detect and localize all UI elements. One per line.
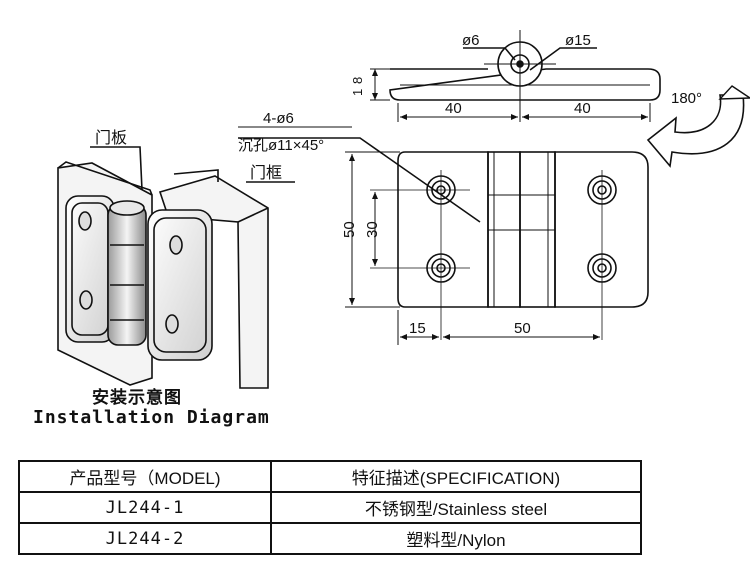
install-caption-cn: 安装示意图 — [92, 388, 182, 407]
rotation-label: 180° — [671, 90, 702, 107]
spec-cell: 塑料型/Nylon — [270, 522, 642, 555]
spec-cell: 不锈钢型/Stainless steel — [270, 491, 642, 524]
dim-8: 8 — [350, 77, 365, 84]
dim-15-horizontal: 15 — [409, 320, 426, 337]
model-cell: JL244-2 — [18, 522, 272, 555]
countersink-label: 沉孔ø11×45° — [238, 137, 324, 154]
table-row: JL244-2 塑料型/Nylon — [18, 522, 642, 555]
dim-50-vertical: 50 — [341, 221, 358, 238]
door-panel-label: 门板 — [95, 129, 127, 147]
spec-table: 产品型号（MODEL) 特征描述(SPECIFICATION) JL244-1 … — [18, 460, 642, 555]
dim-40-right: 40 — [574, 100, 591, 117]
model-cell: JL244-1 — [18, 491, 272, 524]
dim-50-horizontal: 50 — [514, 320, 531, 337]
installation-illustration — [57, 146, 295, 389]
front-view — [238, 126, 649, 345]
table-row: JL244-1 不锈钢型/Stainless steel — [18, 491, 642, 524]
header-model: 产品型号（MODEL) — [18, 460, 272, 493]
dim-1: 1 — [350, 89, 365, 96]
dim-diameter-6: ø6 — [462, 32, 480, 49]
door-frame-label: 门框 — [250, 164, 282, 182]
side-view — [370, 30, 661, 122]
dim-30-vertical: 30 — [364, 221, 381, 238]
install-caption-en: Installation Diagram — [33, 407, 270, 428]
rotation-arrow-icon — [646, 85, 750, 168]
hole-spec-label: 4-ø6 — [263, 110, 294, 127]
dim-40-left: 40 — [445, 100, 462, 117]
header-specification: 特征描述(SPECIFICATION) — [270, 460, 642, 493]
table-header-row: 产品型号（MODEL) 特征描述(SPECIFICATION) — [18, 460, 642, 493]
dim-diameter-15: ø15 — [565, 32, 591, 49]
